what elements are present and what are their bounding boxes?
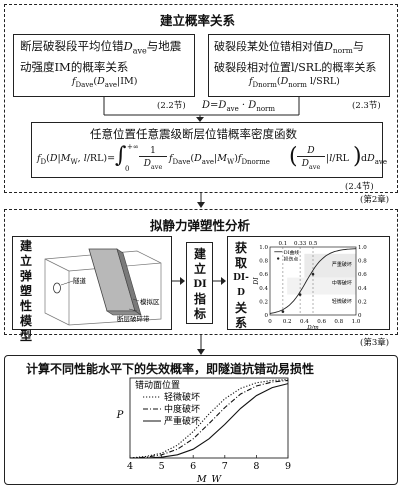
di-top-tick: 0.1 [279, 241, 288, 247]
chapter2-frame [4, 4, 398, 193]
chapter3-title: 拟静力弹塑性分析 [150, 218, 251, 233]
di-y2-tick: 0.6 [358, 272, 367, 278]
di-legend-curve: DI曲线 [284, 249, 300, 256]
di-y-tick: 0.8 [259, 259, 268, 265]
frag-x-tick: 8 [253, 461, 259, 472]
tag-section-2-4: (2.4节) [345, 182, 374, 192]
frag-series-2 [130, 383, 289, 459]
label-fault-trace: 断层破碎带 [117, 314, 150, 323]
frag-x-tick: 7 [222, 461, 228, 472]
di-top-tick: 0.33 [294, 241, 307, 247]
frag-y-label: P [116, 410, 124, 421]
di-y-tick: 1.0 [259, 245, 268, 251]
di-y2-tick: 0.4 [358, 286, 367, 292]
frag-x-tick: 4 [127, 461, 133, 472]
di-x-tick: 0 [268, 319, 272, 325]
chapter4-title: 计算不同性能水平下的失效概率，即隧道抗错动易损性 [26, 362, 315, 376]
di-zone-severe: 严重破坏 [332, 261, 352, 268]
arrow-di-to-relation [213, 277, 226, 285]
di-y-tick: 0.4 [259, 286, 268, 292]
di-top-tick: 0.5 [309, 241, 318, 247]
di-damage-point [298, 293, 302, 296]
di-damage-point [281, 310, 285, 313]
frag-x-label: M_W [196, 474, 222, 485]
frag-plot-frame [129, 377, 289, 459]
di-y-tick: 0.2 [259, 299, 268, 305]
box-dave-im: 断层破裂段平均位错Dave与地震 动强度IM的概率关系 fDave(Dave|I… [13, 34, 195, 97]
di-y-label: DI [253, 277, 260, 286]
arrow-model-to-di [172, 277, 185, 285]
box-fd-density-title: 任意位置任意震级断层位错概率密度函数 [90, 127, 297, 141]
frag-legend-label-0: 轻微破坏 [164, 391, 200, 403]
chapter3-frame [4, 209, 398, 335]
frag-x-tick: 9 [285, 461, 291, 472]
box-fd-density: 任意位置任意震级断层位错概率密度函数 fD(D|MW, l/RL)= ∫ +∞ … [31, 122, 387, 178]
di-x-tick: 0.8 [334, 319, 343, 325]
arrow-ch2-ch3 [197, 193, 205, 208]
chapter4-frame [4, 355, 398, 485]
di-x-tick: 0.4 [300, 319, 309, 325]
di-x-label: D/m [306, 325, 318, 329]
di-x-tick: 1.0 [352, 319, 361, 325]
di-y-tick: 0 [265, 313, 269, 319]
tag-section-2-3: (2.3节) [352, 101, 381, 111]
frag-x-tick: 5 [159, 461, 165, 472]
box-dave-im-title: 断层破裂段平均位错Dave与地震 动强度IM的概率关系 [20, 39, 182, 75]
di-legend-point: 损伤点 [284, 256, 299, 263]
di-y2-tick: 0.8 [358, 259, 367, 265]
formula-f-dave: fDave(Dave|IM) [72, 76, 138, 89]
zone-moderate [287, 277, 356, 295]
arrow-ch3-ch4 [197, 335, 205, 355]
label-fault-zone: 模拟区 [140, 297, 160, 306]
frag-legend-title: 错动面位置 [135, 379, 180, 391]
di-zone-slight: 轻微破坏 [332, 298, 352, 305]
chapter3-tag: (第3章) [360, 338, 390, 348]
model-3d-sketch: 隧道 模拟区 断层破碎带 [44, 248, 162, 326]
tunnel-shape [53, 282, 61, 294]
di-x-tick: 0.6 [317, 319, 326, 325]
di-curve [269, 248, 357, 314]
step1-vertical-label: 建立弹塑性模型 [19, 239, 32, 343]
di-x-tick: 0.2 [283, 319, 292, 325]
zone-severe [304, 253, 356, 278]
chapter2-title: 建立概率关系 [160, 13, 236, 28]
chapter2-tag: (第2章) [360, 195, 390, 205]
frag-legend-label-2: 严重破坏 [164, 415, 200, 427]
frag-series-0 [129, 379, 289, 459]
tag-section-2-2: (2.2节) [157, 101, 186, 111]
box-dnorm-srl: 破裂段某处位错相对值Dnorm与 破裂段相对位置l/SRL的概率关系 fDnor… [208, 34, 390, 97]
label-tunnel: 隧道 [73, 276, 87, 285]
di-y2-tick: 1.0 [358, 245, 367, 251]
box-elastoplastic-model: 建立弹塑性模型 隧道 模拟区 断层破碎带 [12, 236, 172, 343]
frag-legend-label-1: 中度破坏 [164, 403, 200, 415]
di-zone-moderate: 中等破坏 [332, 279, 352, 286]
di-y2-tick: 0.2 [358, 299, 367, 305]
di-y2-tick: 0 [358, 313, 362, 319]
formula-f-dnorm: fDnorm(Dnorm l/SRL) [249, 76, 340, 89]
di-legend-dot [276, 257, 280, 260]
chapter2-connectors [103, 97, 300, 122]
di-damage-point [311, 272, 315, 276]
box-dnorm-srl-title: 破裂段某处位错相对值Dnorm与 破裂段相对位置l/SRL的概率关系 [214, 40, 377, 75]
frag-x-tick: 6 [190, 461, 196, 472]
di-y-tick: 0.6 [259, 272, 268, 278]
relation-d-equals: D=Dave · Dnorm [202, 100, 276, 113]
